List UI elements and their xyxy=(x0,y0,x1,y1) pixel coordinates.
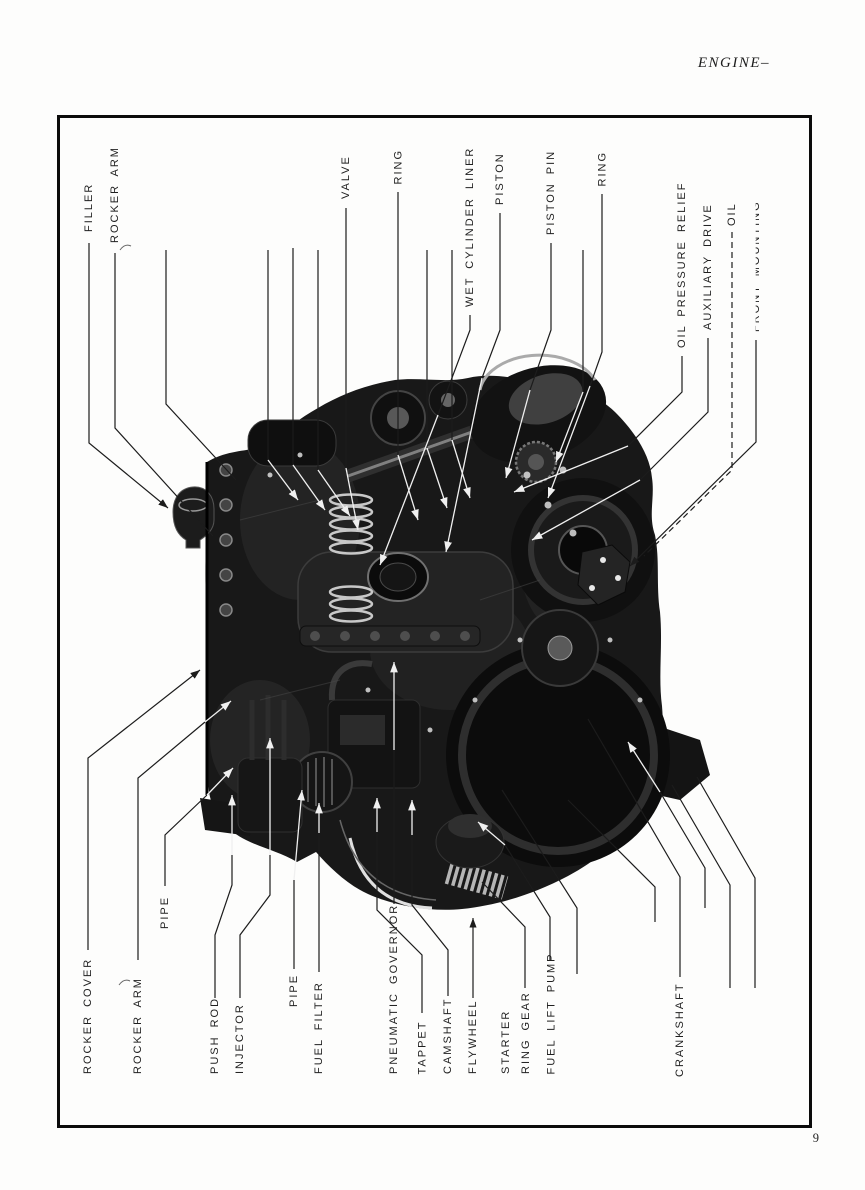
label-auxiliary-drive: AUXILIARY DRIVE xyxy=(702,203,714,330)
leader-line xyxy=(481,213,501,379)
label-tappet: TAPPET xyxy=(416,1020,428,1074)
leader-line xyxy=(267,459,299,501)
leader-line xyxy=(206,767,234,796)
leader-line xyxy=(627,741,661,793)
leader-line xyxy=(504,844,551,961)
label-front-mounting: FRONT MOUNTING xyxy=(750,200,762,332)
label-pipe: PIPE xyxy=(288,973,300,1007)
leader-line xyxy=(379,414,439,566)
label-flywheel: FLYWHEEL xyxy=(467,999,479,1074)
leader-line xyxy=(513,445,629,493)
leader-line xyxy=(504,389,531,479)
page-number: 9 xyxy=(812,1131,819,1145)
leader-line xyxy=(529,243,552,391)
running-head: ENGINE– xyxy=(697,55,770,71)
label-starter: STARTER xyxy=(500,1009,512,1074)
leader-line xyxy=(88,243,169,509)
leader-line xyxy=(501,789,578,974)
label-ring-gear: RING GEAR xyxy=(520,991,532,1074)
label-rocker-arm: ROCKER ARM xyxy=(132,977,144,1074)
leader-line xyxy=(137,721,206,960)
label-oil-pressure-relief: OIL PRESSURE RELIEF xyxy=(676,181,688,348)
leader-line xyxy=(477,821,506,846)
label-piston-pin: PISTON PIN xyxy=(545,149,557,235)
leader-line xyxy=(376,832,423,1013)
leader-line xyxy=(164,794,208,886)
leader-line xyxy=(165,250,237,481)
leader-line xyxy=(481,881,526,988)
filler-cap-shape xyxy=(172,486,215,549)
label-fuel-filter: FUEL FILTER xyxy=(313,981,325,1074)
leader-line xyxy=(204,700,232,723)
leader-line xyxy=(643,232,733,557)
leader-line xyxy=(589,194,603,387)
figure-frame xyxy=(57,115,812,1128)
leader-line xyxy=(567,799,656,922)
leader-line xyxy=(426,447,448,509)
leader-line xyxy=(659,791,706,908)
label-filler: FILLER xyxy=(83,182,95,232)
leader-line xyxy=(87,669,201,950)
leader-line xyxy=(214,855,233,998)
label-piston: PISTON xyxy=(494,152,506,205)
leader-line xyxy=(696,776,756,988)
leader-line xyxy=(292,464,326,511)
leader-line xyxy=(451,439,471,499)
leader-line xyxy=(639,338,709,481)
label-wet-cylinder-liner: WET CYLINDER LINER xyxy=(464,146,476,307)
leader-line xyxy=(587,718,681,977)
label-fuel-lift-pump: FUEL LIFT PUMP xyxy=(545,951,557,1074)
leader-line xyxy=(293,789,305,881)
leader-line xyxy=(345,467,360,531)
label-pneumatic-governor: PNEUMATIC GOVERNOR xyxy=(388,903,400,1074)
leader-line xyxy=(671,784,731,988)
label-injector: INJECTOR xyxy=(234,1003,246,1074)
label-valve: VALVE xyxy=(340,155,352,199)
leader-line xyxy=(411,835,449,996)
label-rocker-arm: ROCKER ARM xyxy=(109,146,121,243)
leader-line xyxy=(397,454,419,521)
label-pipe: PIPE xyxy=(159,895,171,929)
leader-line xyxy=(437,315,471,416)
label-ring: RING xyxy=(596,150,608,187)
leader-line xyxy=(531,479,641,541)
leader-line xyxy=(629,340,757,567)
label-oil: OIL xyxy=(726,202,738,226)
label-camshaft: CAMSHAFT xyxy=(442,997,454,1075)
leader-line xyxy=(547,385,591,499)
label-crankshaft: CRANKSHAFT xyxy=(674,982,686,1077)
leader-lines xyxy=(87,192,757,1013)
engine-illustration xyxy=(118,244,710,986)
label-push-rod: PUSH ROD xyxy=(209,996,221,1074)
leader-line xyxy=(114,253,214,537)
leader-line xyxy=(444,377,483,553)
label-ring: RING xyxy=(392,148,404,185)
leader-line xyxy=(555,391,584,463)
leader-line xyxy=(239,855,271,998)
leader-line xyxy=(627,356,683,447)
leader-line xyxy=(317,469,351,517)
label-rocker-cover: ROCKER COVER xyxy=(82,957,94,1074)
